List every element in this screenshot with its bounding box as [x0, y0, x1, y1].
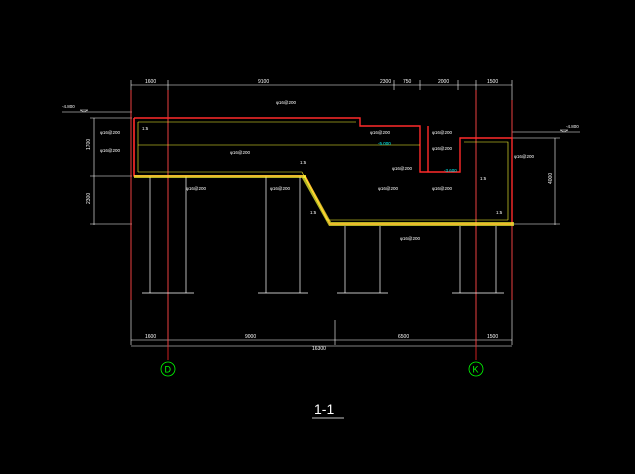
bottom-dimension-labels: 1600 9000 6500 1500 16300: [145, 334, 498, 352]
rebar-label-10: φ16@200: [432, 130, 452, 135]
dimension-lines: [62, 80, 580, 347]
rebar-label-9: φ16@200: [378, 186, 398, 191]
left-dim-1: 1700: [86, 139, 92, 150]
top-dim-4: 750: [403, 79, 412, 85]
bottom-slab-hatch: [134, 175, 306, 178]
inner-elevation-1: -5.000: [378, 141, 391, 146]
rebar-label-7: φ16@200: [370, 130, 390, 135]
rebar-label-8: φ16@200: [392, 166, 412, 171]
right-elevation: -4.800: [566, 124, 579, 129]
bottom-dim-2: 9000: [245, 334, 256, 340]
bottom-dim-3: 6500: [398, 334, 409, 340]
right-dim: 4000: [548, 173, 554, 184]
rebar-label-3: φ16@200: [100, 148, 120, 153]
rebar-label-12: φ16@200: [432, 186, 452, 191]
small-label-3: 1:5: [310, 210, 317, 215]
axis-bubble-d: [160, 361, 176, 377]
top-dim-2: 9100: [258, 79, 269, 85]
top-dim-1: 1600: [145, 79, 156, 85]
rebar-label-13: φ16@200: [514, 154, 534, 159]
top-dim-3: 2300: [380, 79, 391, 85]
left-dim-2: 2300: [86, 193, 92, 204]
left-elevation: -4.800: [62, 104, 75, 109]
small-label-4: 1:5: [480, 176, 487, 181]
small-label-1: 1:5: [142, 126, 149, 131]
rebar-label-11: φ16@200: [432, 146, 452, 151]
piles: [142, 176, 504, 294]
axis-label-d: D: [165, 365, 172, 375]
axis-bubble-k: [468, 361, 484, 377]
rebar-callouts: φ16@200 φ16@200 φ16@200 φ16@200 φ16@200 …: [100, 100, 534, 241]
bottom-dim-1: 1600: [145, 334, 156, 340]
top-dim-5: 2000: [438, 79, 449, 85]
small-label-2: 1:5: [300, 160, 307, 165]
section-title: 1-1: [314, 401, 334, 417]
small-label-5: 1:5: [496, 210, 503, 215]
bottom-dim-4: 1500: [487, 334, 498, 340]
rebar-label-6: φ16@200: [270, 186, 290, 191]
rebar-label-1: φ16@200: [276, 100, 296, 105]
rebar-label-2: φ16@200: [100, 130, 120, 135]
top-dimension-labels: 1600 9100 2300 750 2000 1500: [145, 79, 498, 85]
rebar-label-14: φ16@200: [400, 236, 420, 241]
rebar-label-4: φ16@200: [230, 150, 250, 155]
small-labels: 1:5 1:5 1:5 1:5 1:5: [142, 126, 503, 215]
rebar-label-5: φ16@200: [186, 186, 206, 191]
top-dim-6: 1500: [487, 79, 498, 85]
total-dim: 16300: [312, 346, 326, 352]
inner-elevation-2: -3.600: [444, 168, 457, 173]
axis-label-k: K: [473, 365, 479, 375]
sloped-slab-hatch: [302, 175, 514, 226]
